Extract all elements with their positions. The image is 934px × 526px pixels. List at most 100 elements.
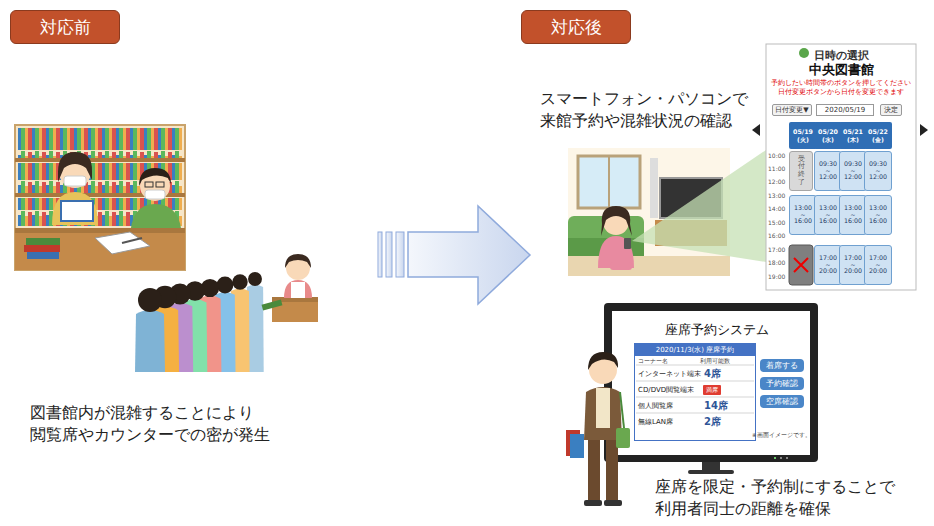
node-text: 満席	[706, 386, 718, 395]
library-user	[604, 500, 622, 506]
node-text: 05/22 (金)	[864, 128, 892, 142]
monitor	[636, 365, 754, 366]
action-button: 空席確認	[760, 395, 804, 408]
label-text: 13:00	[768, 192, 786, 199]
time-slot: 09:30 ~ 12:00	[814, 151, 842, 191]
transition-arrow	[386, 232, 392, 277]
label-text: スマートフォン・パソコンで 来館予約や混雑状況の確認	[540, 88, 780, 133]
node-text: 予約確認	[766, 378, 798, 389]
node-text: 09:30 ~ 12:00	[866, 161, 890, 182]
label-text: 2席	[704, 415, 744, 429]
monitor	[688, 470, 734, 474]
library-scene	[15, 125, 185, 270]
label-text: 18:00	[768, 259, 786, 266]
library-scene	[26, 238, 60, 245]
node-text: 予約したい時間帯のボタンを押してください 日付変更ボタンから日付を変更できます	[769, 79, 913, 97]
library-scene	[156, 182, 164, 187]
action-button: 着席する	[760, 359, 804, 372]
node-text: 2020/11/3(水) 座席予約	[635, 344, 755, 356]
nav-right	[920, 124, 928, 136]
label-text: 11:00	[768, 165, 786, 172]
node-text: 17:00 ~ 20:00	[841, 255, 865, 276]
cross-mark	[794, 258, 808, 272]
label-text: 座席を限定・予約制にすることで 利用者同士の距離を確保	[655, 476, 923, 521]
home-scene	[578, 156, 640, 208]
transition-arrow	[378, 232, 382, 277]
node-text: 17:00 ~ 20:00	[866, 255, 890, 276]
waiting-queue	[262, 300, 283, 311]
library-scene	[62, 202, 92, 220]
label-text: コーナー名	[638, 357, 688, 366]
library-scene	[15, 228, 185, 270]
node-text: 13:00 ~ 16:00	[841, 205, 865, 226]
label-text: 利用可能数	[700, 357, 750, 366]
node-text: 対応後	[551, 16, 602, 39]
time-slot: 09:30 ~ 12:00	[839, 151, 867, 191]
full-badge: 満席	[703, 385, 721, 395]
monitor	[636, 381, 754, 382]
closed-slot	[789, 245, 813, 285]
time-slot: 17:00 ~ 20:00	[864, 245, 892, 285]
day-header: 05/21 (木)	[839, 122, 867, 149]
monitor	[604, 303, 818, 474]
monitor	[780, 457, 782, 459]
phone-screen	[766, 44, 916, 290]
node-text: 09:30 ~ 12:00	[841, 161, 865, 182]
node-text: 05/19 (火)	[789, 128, 817, 142]
library-scene	[15, 228, 185, 233]
library-scene	[145, 190, 165, 199]
queue-person	[135, 310, 165, 372]
label-text: 19:00	[768, 273, 786, 280]
monitor	[702, 462, 720, 470]
time-slot: 13:00 ~ 16:00	[864, 195, 892, 235]
library-user	[616, 428, 630, 448]
label-text: 4席	[704, 367, 744, 381]
time-slot: 13:00 ~ 16:00	[814, 195, 842, 235]
nav-left	[752, 124, 760, 136]
library-scene	[122, 238, 142, 243]
library-scene	[15, 158, 185, 162]
label-text: 個人閲覧席	[638, 401, 702, 411]
day-header: 05/20 (水)	[814, 122, 842, 149]
node-text: 空席確認	[766, 396, 798, 407]
queue-person	[232, 274, 247, 289]
node-text: 日付変更▼	[775, 105, 808, 115]
node-text: 13:00 ~ 16:00	[791, 205, 815, 226]
library-scene	[15, 125, 185, 270]
library-scene	[52, 192, 98, 225]
library-user	[596, 388, 610, 428]
node-text: 05/20 (水)	[814, 128, 842, 142]
node-text: 中央図書館	[766, 61, 916, 79]
queue-person	[217, 277, 234, 294]
node-text: 17:00 ~ 20:00	[816, 255, 840, 276]
label-text: 14席	[704, 399, 744, 413]
node-text: 05/21 (木)	[839, 128, 867, 142]
waiting-queue	[291, 282, 305, 298]
node-text: 受付終了	[798, 156, 805, 187]
stage-tag: 対応前	[10, 10, 120, 44]
label-text: 図書館内が混雑することにより 閲覧席やカウンターでの密が発生	[30, 402, 330, 447]
day-header: 05/22 (金)	[864, 122, 892, 149]
library-user	[570, 434, 584, 458]
library-scene	[95, 232, 150, 254]
monitor	[786, 457, 788, 459]
node-text: 着席する	[766, 360, 798, 371]
phone-screen: 日時の選択中央図書館予約したい時間帯のボタンを押してください 日付変更ボタンから…	[766, 44, 916, 290]
library-scene	[27, 252, 59, 259]
home-scene	[610, 262, 632, 270]
waiting-queue	[285, 254, 311, 268]
action-button: 予約確認	[760, 377, 804, 390]
time-slot: 13:00 ~ 16:00	[839, 195, 867, 235]
queue-person	[248, 272, 262, 286]
library-scene	[15, 125, 185, 270]
light-beam	[632, 150, 766, 262]
stage-tag: 対応後	[521, 10, 631, 44]
node-text: 2020/05/19	[825, 106, 865, 114]
library-user	[584, 500, 602, 506]
transition-arrow	[378, 206, 530, 304]
label-text: 無線LAN席	[638, 417, 702, 427]
monitor	[612, 311, 810, 455]
node-text: 対応前	[40, 16, 91, 39]
waiting-queue	[135, 272, 264, 372]
queue-person	[138, 288, 162, 312]
